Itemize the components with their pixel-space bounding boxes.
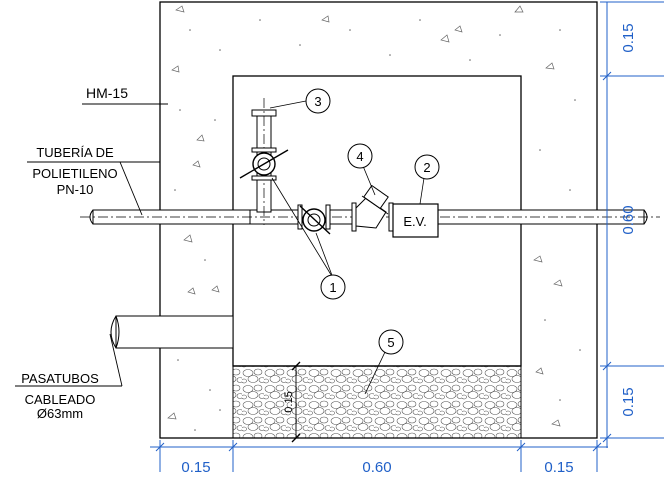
concrete-dots [174,19,581,431]
right-dimensions [600,1,664,448]
callout-2: 2 [414,154,440,205]
svg-text:1: 1 [329,280,336,295]
dim-bottom-2: 0.60 [362,459,391,476]
dim-bottom-1: 0.15 [181,459,210,476]
label-tuberia-3: PN-10 [57,182,94,197]
label-diametro: Ø63mm [37,406,83,421]
callout-5: 5 [364,329,404,395]
svg-text:5: 5 [387,335,394,350]
dim-right-2: 0.60 [620,205,637,234]
label-tuberia-1: TUBERÍA DE [36,145,114,160]
svg-text:4: 4 [356,149,363,164]
svg-text:0.15: 0.15 [283,391,295,412]
inner-dimension: 0.15 [283,361,301,443]
label-tuberia-2: POLIETILENO [32,166,117,181]
valve-pipe [297,204,331,235]
dim-right-1: 0.15 [620,23,637,52]
svg-text:3: 3 [314,94,321,109]
concrete-hatch [167,5,563,427]
valve-riser [239,147,289,181]
conduit [110,315,234,349]
dim-bottom-3: 0.15 [544,459,573,476]
dim-right-3: 0.15 [620,387,637,416]
label-pasatubos: PASATUBOS [21,371,99,386]
label-cableado: CABLEADO [25,392,96,407]
bottom-dimensions [150,440,608,472]
ev-box [392,203,439,238]
svg-text:2: 2 [423,160,430,175]
label-hm: HM-15 [86,85,128,101]
callout-4: 4 [347,143,376,196]
callout-3: 3 [269,88,331,114]
ev-label: E.V. [403,214,426,229]
filter [351,184,394,232]
gravel-bed [232,365,522,439]
callout-1: 1 [271,177,346,300]
